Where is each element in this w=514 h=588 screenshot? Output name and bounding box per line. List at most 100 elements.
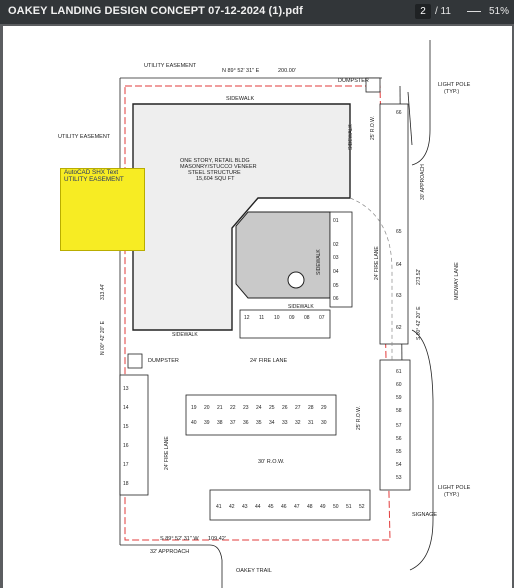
stall-18: 18 [123, 481, 129, 487]
stall-13: 13 [123, 386, 129, 392]
zoom-level[interactable]: 51% [489, 6, 510, 17]
stall-40: 40 [191, 420, 197, 426]
stall-25: 25 [269, 405, 275, 411]
building-desc-2: MASONRY/STUCCO VENEER [180, 164, 257, 170]
stall-65: 65 [396, 229, 402, 235]
stall-45: 45 [268, 504, 274, 510]
stall-15: 15 [123, 424, 129, 430]
bldg-right-stalls [329, 211, 353, 308]
stall-43: 43 [242, 504, 248, 510]
document-title: OAKEY LANDING DESIGN CONCEPT 07-12-2024 … [8, 5, 303, 17]
south-edge [120, 544, 223, 588]
site-plan-drawing: UTILITY EASEMENT N 89° 52' 31" E 200.00'… [58, 40, 471, 588]
building-footprint [132, 103, 351, 331]
south-dimension-label: 109.42' [208, 536, 226, 542]
stall-28: 28 [308, 405, 314, 411]
left-parking-block [119, 374, 149, 496]
annotation-line-1: AutoCAD SHX Text [64, 169, 119, 176]
annotation-line-2: UTILITY EASEMENT [64, 176, 124, 183]
light-pole-top-label: LIGHT POLE [438, 82, 471, 88]
stall-44: 44 [255, 504, 261, 510]
west-dimension-label: 313.44' [100, 284, 106, 300]
stall-55: 55 [396, 449, 402, 455]
row-30-label: 30' R.O.W. [258, 459, 285, 465]
stall-30: 30 [321, 420, 327, 426]
cad-text-annotation[interactable]: AutoCAD SHX Text UTILITY EASEMENT [60, 168, 145, 251]
east-dimension-label: 273.52' [416, 269, 422, 285]
page-total: / 11 [435, 6, 451, 17]
oakey-trail-label: OAKEY TRAIL [236, 568, 272, 574]
row-mid-label: 25' R.O.W. [356, 406, 362, 430]
stall-46: 46 [281, 504, 287, 510]
south-bearing-label: S 89° 52' 31" W [160, 536, 199, 542]
stall-57: 57 [396, 423, 402, 429]
parking-island [185, 394, 337, 436]
stall-09: 09 [289, 315, 295, 321]
stall-20: 20 [204, 405, 210, 411]
stall-32: 32 [295, 420, 301, 426]
stall-63: 63 [396, 293, 402, 299]
stall-01: 01 [333, 218, 339, 224]
approach-32-label: 32' APPROACH [150, 549, 189, 555]
right-lower-block [379, 359, 411, 491]
zoom-out-button[interactable]: — [467, 2, 481, 18]
stall-07: 07 [319, 315, 325, 321]
page-number-input[interactable]: 2 [415, 4, 431, 19]
stall-08: 08 [304, 315, 310, 321]
dumpster-left-box [127, 353, 143, 369]
stall-56: 56 [396, 436, 402, 442]
midway-curb [411, 40, 431, 166]
stall-59: 59 [396, 395, 402, 401]
stall-39: 39 [204, 420, 210, 426]
stall-05: 05 [333, 283, 339, 289]
stall-17: 17 [123, 462, 129, 468]
building-desc-3: STEEL STRUCTURE [188, 170, 241, 176]
stall-49: 49 [320, 504, 326, 510]
stall-22: 22 [230, 405, 236, 411]
fountain-circle [287, 271, 305, 289]
stall-61: 61 [396, 369, 402, 375]
stall-54: 54 [396, 462, 402, 468]
north-dimension-label: 200.00' [278, 68, 296, 74]
stall-29: 29 [321, 405, 327, 411]
dumpster-top-box [365, 77, 381, 93]
stall-21: 21 [217, 405, 223, 411]
dumpster-left-label: DUMPSTER [148, 358, 179, 364]
stall-50: 50 [333, 504, 339, 510]
right-road-edge [407, 91, 413, 146]
fire-lane-left-label: 24' FIRE LANE [164, 436, 170, 470]
fire-lane-mid-label: 24' FIRE LANE [250, 358, 287, 364]
pdf-toolbar: OAKEY LANDING DESIGN CONCEPT 07-12-2024 … [0, 0, 514, 24]
stall-12: 12 [244, 315, 250, 321]
stall-16: 16 [123, 443, 129, 449]
stall-60: 60 [396, 382, 402, 388]
stall-41: 41 [216, 504, 222, 510]
stall-37: 37 [230, 420, 236, 426]
stall-33: 33 [282, 420, 288, 426]
fire-lane-right-label: 24' FIRE LANE [374, 246, 380, 280]
stall-36: 36 [243, 420, 249, 426]
stall-51: 51 [346, 504, 352, 510]
stall-34: 34 [269, 420, 275, 426]
stall-31: 31 [308, 420, 314, 426]
sidewalk-bottom-label: SIDEWALK [172, 332, 198, 338]
stall-04: 04 [333, 269, 339, 275]
building-desc-4: 15,604 SQU FT [196, 176, 235, 182]
sidewalk-top-label: SIDEWALK [226, 96, 255, 102]
signage-label: SIGNAGE [412, 512, 437, 518]
stall-24: 24 [256, 405, 262, 411]
bldg-bottom-stalls [239, 309, 331, 339]
stall-52: 52 [359, 504, 365, 510]
stall-42: 42 [229, 504, 235, 510]
approach-30-label: 30' APPROACH [420, 164, 426, 200]
stall-38: 38 [217, 420, 223, 426]
sidewalk-center-label: SIDEWALK [316, 249, 322, 275]
stall-66: 66 [396, 110, 402, 116]
utility-easement-left-label: UTILITY EASEMENT [58, 134, 111, 140]
stall-11: 11 [259, 315, 264, 321]
stall-06: 06 [333, 296, 339, 302]
stall-10: 10 [274, 315, 280, 321]
stall-48: 48 [307, 504, 313, 510]
sidewalk-right-label: SIDEWALK [348, 124, 354, 150]
sidewalk-curb-label: SIDEWALK [288, 304, 314, 310]
